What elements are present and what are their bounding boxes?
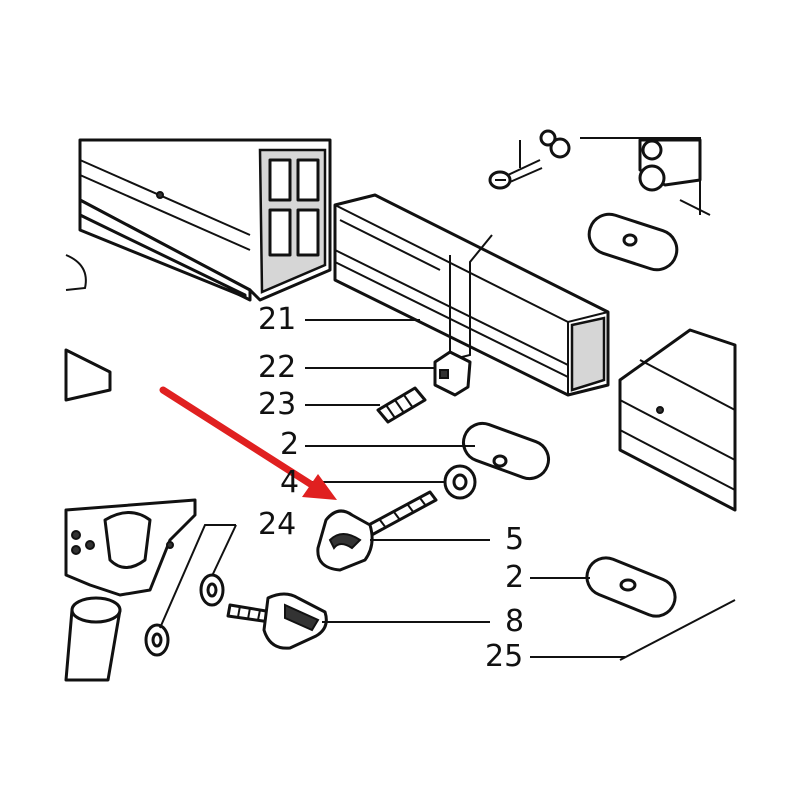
top-right-bracket (539, 129, 711, 216)
callout-22: 22 (258, 350, 297, 385)
callout-4: 4 (280, 465, 300, 500)
callout-5: 5 (505, 522, 525, 557)
extrusion-profile-left (78, 138, 332, 302)
callout-25: 25 (485, 639, 524, 674)
callout-2-upper: 2 (280, 427, 300, 462)
wing-knob-screw (226, 592, 328, 650)
oval-nut-lower (585, 556, 677, 618)
callout-21: 21 (258, 302, 297, 337)
square-nut (433, 350, 472, 397)
leader-24b (211, 524, 237, 577)
washer-upper (443, 464, 477, 500)
callout-2-lower: 2 (505, 560, 525, 595)
callout-23: 23 (258, 387, 297, 422)
leader-24 (159, 524, 236, 629)
washer-lower-1 (199, 573, 225, 607)
oval-nut-top-right (587, 212, 679, 272)
threaded-insert (376, 386, 427, 424)
left-edge-fragment (64, 254, 112, 402)
star-knob-screw (316, 490, 438, 572)
highlight-arrow (159, 386, 337, 500)
base-plate-edge (619, 599, 736, 661)
leader-lines (159, 319, 625, 658)
callout-8: 8 (505, 604, 525, 639)
extrusion-profile-right (618, 328, 737, 512)
washer-lower-2 (144, 623, 170, 657)
square-tube (333, 193, 610, 397)
oval-nut-upper (462, 421, 550, 481)
callout-24: 24 (258, 507, 297, 542)
round-tube (64, 596, 122, 682)
small-screw-top (488, 140, 543, 190)
clamp-bracket (64, 498, 197, 597)
